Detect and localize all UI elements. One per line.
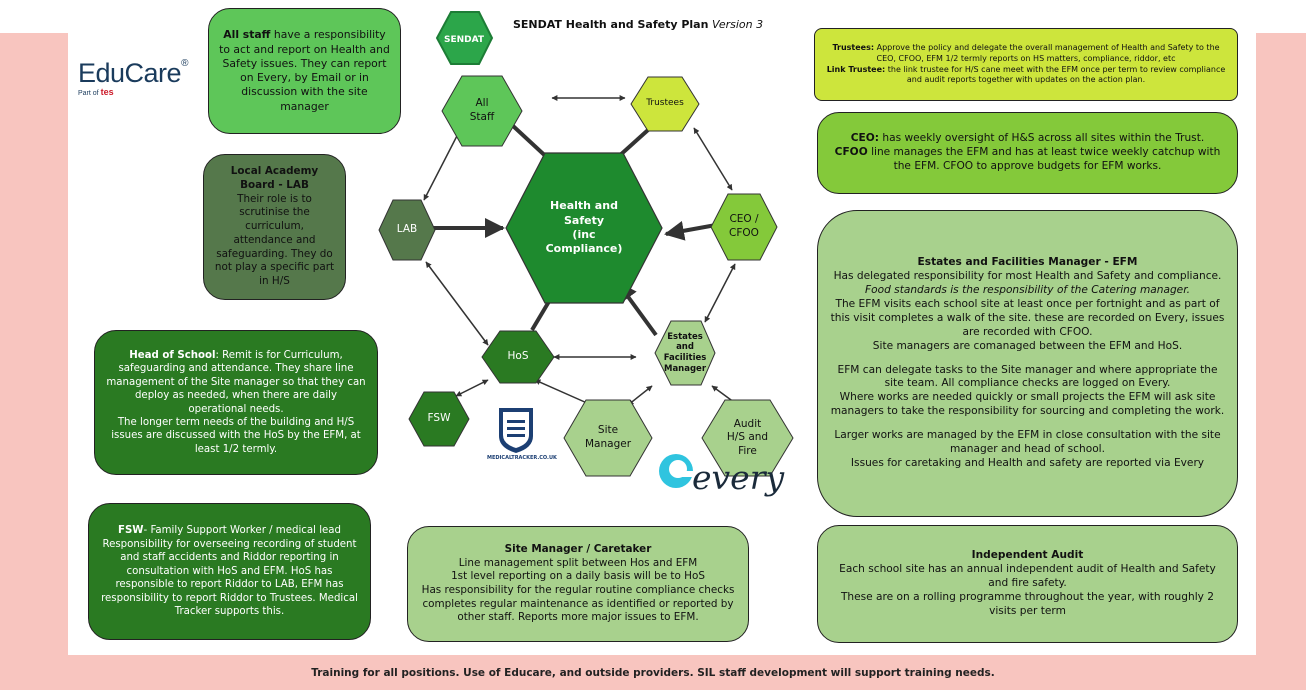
- every-logo-mark: [659, 454, 694, 488]
- hex-audit: [701, 399, 794, 477]
- trustees-box: Trustees: Approve the policy and delegat…: [814, 28, 1238, 101]
- ceo-box: CEO: has weekly oversight of H&S across …: [817, 112, 1238, 194]
- hex-trustees: [630, 76, 700, 132]
- audit-box: Independent Audit Each school site has a…: [817, 525, 1238, 643]
- hex-lab: [378, 199, 436, 261]
- arrow-allstaff-lab: [423, 129, 461, 201]
- hex-health: [505, 152, 663, 304]
- arrow-trustees-ceo: [693, 127, 733, 191]
- efm-box: Estates and Facilities Manager - EFM Has…: [817, 210, 1238, 517]
- educare-logo: EduCare® Part of tes: [78, 58, 189, 97]
- arrow-ceo-estates: [704, 263, 736, 323]
- arrow-estates-site: [627, 385, 653, 406]
- every-logo-word: every: [692, 458, 785, 497]
- hex-hos: [481, 330, 555, 384]
- sendat-logo: SENDAT: [435, 11, 494, 65]
- hex-fsw: [408, 391, 470, 447]
- lab-box: Local Academy Board - LAB Their role is …: [203, 154, 346, 300]
- hos-box: Head of School: Remit is for Curriculum,…: [94, 330, 378, 475]
- page-title: SENDAT Health and Safety Plan Version 3: [513, 18, 764, 31]
- site-manager-box: Site Manager / Caretaker Line management…: [407, 526, 749, 642]
- footer-text: Training for all positions. Use of Educa…: [311, 666, 995, 679]
- arrow-lab-hos: [425, 261, 489, 346]
- fsw-box: FSW- Family Support Worker / medical lea…: [88, 503, 371, 640]
- hex-all-staff: [441, 75, 523, 147]
- footer-bar: Training for all positions. Use of Educa…: [0, 655, 1306, 690]
- right-band: [1256, 33, 1306, 655]
- medical-tracker-logo: [499, 408, 533, 453]
- left-band: [0, 33, 68, 655]
- all-staff-box: All staff have a responsibility to act a…: [208, 8, 401, 134]
- medical-tracker-label: MEDICALTRACKER.CO.UK: [487, 455, 557, 461]
- arrow-ceo-health: [664, 220, 717, 241]
- hex-site-manager: [563, 399, 653, 477]
- arrow-hos-fsw: [455, 379, 489, 397]
- hex-estates: [654, 320, 716, 386]
- svg-text:SENDAT: SENDAT: [444, 35, 485, 45]
- hex-ceo: [710, 193, 778, 261]
